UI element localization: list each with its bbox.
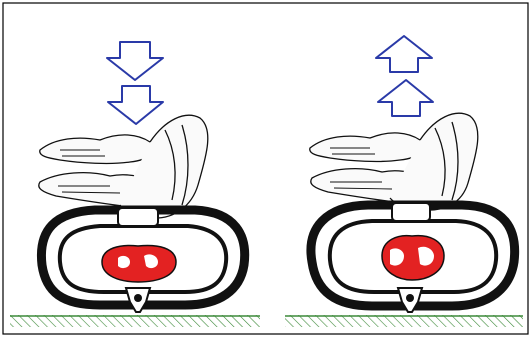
heart-icon: [382, 236, 444, 280]
ground-surface: [10, 315, 260, 327]
ground-surface: [285, 315, 523, 327]
sternum: [118, 208, 158, 226]
sternum: [392, 203, 430, 221]
heart-icon: [102, 246, 176, 282]
